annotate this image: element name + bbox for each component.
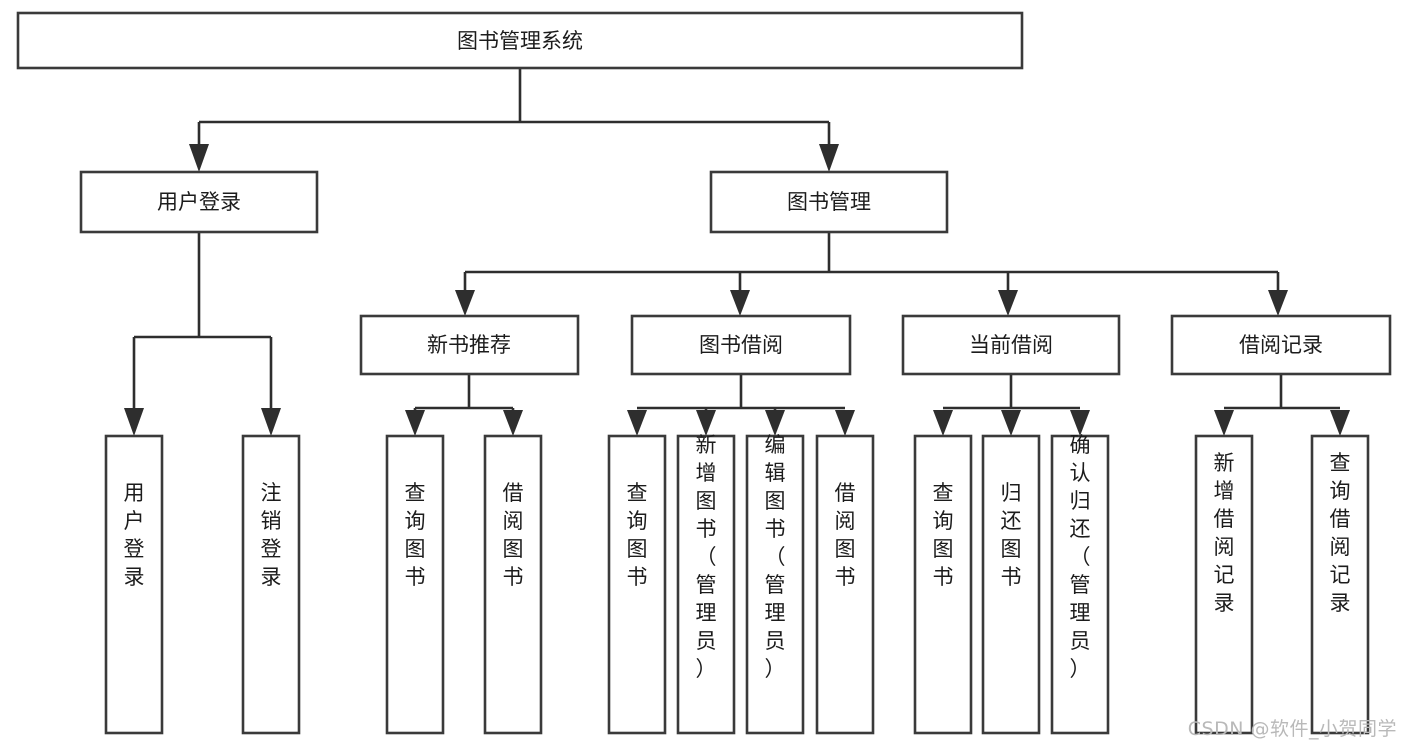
leaf-add-book-label: 新增图书（管理员） xyxy=(696,433,717,681)
book-borrow-label: 图书借阅 xyxy=(699,333,783,357)
node-new-book-recommend[interactable]: 新书推荐 xyxy=(359,314,580,376)
leaf-query-book-1-box[interactable] xyxy=(385,434,445,735)
arrow-to-book-mgmt xyxy=(819,144,839,172)
leaf-edit-book[interactable]: 编辑图书（管理员） xyxy=(745,433,805,735)
leaf-query-book-2-box[interactable] xyxy=(607,434,667,735)
arrow-to-leaf-confirm-return xyxy=(1070,410,1090,436)
arrow-to-leaf-borrow-book-1 xyxy=(503,410,523,436)
arrow-to-leaf-edit-book xyxy=(765,410,785,436)
leaf-borrow-book-1[interactable]: 借阅图书 xyxy=(483,434,543,735)
leaf-borrow-book-1-box[interactable] xyxy=(483,434,543,735)
node-book-borrow[interactable]: 图书借阅 xyxy=(630,314,852,376)
leaf-query-record-label: 查询借阅记录 xyxy=(1330,451,1351,615)
leaf-add-book[interactable]: 新增图书（管理员） xyxy=(676,433,736,735)
arrow-to-leaf-query-record xyxy=(1330,410,1350,436)
leaf-logout[interactable]: 注销登录 xyxy=(241,434,301,735)
leaf-add-record[interactable]: 新增借阅记录 xyxy=(1194,434,1254,735)
arrow-to-leaf-user-login xyxy=(124,408,144,436)
leaf-add-record-box[interactable] xyxy=(1194,434,1254,735)
node-current-borrow[interactable]: 当前借阅 xyxy=(901,314,1121,376)
leaf-edit-book-box[interactable] xyxy=(745,434,805,735)
arrow-to-leaf-return-book xyxy=(1001,410,1021,436)
book-management-box[interactable] xyxy=(709,170,949,234)
borrow-record-box[interactable] xyxy=(1170,314,1392,376)
leaf-query-book-1-label: 查询图书 xyxy=(405,481,426,589)
arrow-to-book-borrow xyxy=(730,290,750,316)
leaf-return-book-box[interactable] xyxy=(981,434,1041,735)
arrow-to-leaf-logout xyxy=(261,408,281,436)
leaf-query-book-1[interactable]: 查询图书 xyxy=(385,434,445,735)
leaf-query-record-box[interactable] xyxy=(1310,434,1370,735)
arrow-to-leaf-borrow-book-2 xyxy=(835,410,855,436)
arrow-to-borrow-record xyxy=(1268,290,1288,316)
book-borrow-box[interactable] xyxy=(630,314,852,376)
user-login-box[interactable] xyxy=(79,170,319,234)
leaf-logout-box[interactable] xyxy=(241,434,301,735)
book-management-label: 图书管理 xyxy=(787,190,871,214)
node-root[interactable]: 图书管理系统 xyxy=(16,11,1024,70)
current-borrow-box[interactable] xyxy=(901,314,1121,376)
leaf-user-login-box[interactable] xyxy=(104,434,164,735)
node-book-management[interactable]: 图书管理 xyxy=(709,170,949,234)
root-box[interactable] xyxy=(16,11,1024,70)
node-user-login[interactable]: 用户登录 xyxy=(79,170,319,234)
leaf-add-record-label: 新增借阅记录 xyxy=(1214,451,1235,615)
leaf-confirm-return[interactable]: 确认归还（管理员） xyxy=(1050,433,1110,735)
current-borrow-label: 当前借阅 xyxy=(969,333,1053,357)
root-label: 图书管理系统 xyxy=(457,29,583,53)
leaf-query-book-2[interactable]: 查询图书 xyxy=(607,434,667,735)
leaf-user-login[interactable]: 用户登录 xyxy=(104,434,164,735)
arrow-to-leaf-query-book-3 xyxy=(933,410,953,436)
arrow-to-user-login xyxy=(189,144,209,172)
user-login-label: 用户登录 xyxy=(157,190,241,214)
arrow-to-leaf-query-book-1 xyxy=(405,410,425,436)
leaf-confirm-return-box[interactable] xyxy=(1050,434,1110,735)
arrow-to-leaf-query-book-2 xyxy=(627,410,647,436)
leaf-add-book-box[interactable] xyxy=(676,434,736,735)
new-book-recommend-label: 新书推荐 xyxy=(427,333,511,357)
leaf-confirm-return-label: 确认归还（管理员） xyxy=(1070,433,1091,681)
leaf-borrow-book-2-label: 借阅图书 xyxy=(835,481,856,589)
leaf-borrow-book-2[interactable]: 借阅图书 xyxy=(815,434,875,735)
arrow-to-leaf-add-book xyxy=(696,410,716,436)
borrow-record-label: 借阅记录 xyxy=(1239,333,1323,357)
leaf-borrow-book-2-box[interactable] xyxy=(815,434,875,735)
leaf-borrow-book-1-label: 借阅图书 xyxy=(503,481,524,589)
connectors xyxy=(124,68,1350,436)
arrow-to-new-book-rec xyxy=(455,290,475,316)
leaf-return-book[interactable]: 归还图书 xyxy=(981,434,1041,735)
leaf-query-book-3[interactable]: 查询图书 xyxy=(913,434,973,735)
leaf-user-login-label: 用户登录 xyxy=(124,481,145,589)
arrow-to-current-borrow xyxy=(998,290,1018,316)
leaf-query-book-2-label: 查询图书 xyxy=(627,481,648,589)
leaf-query-book-3-box[interactable] xyxy=(913,434,973,735)
leaf-logout-label: 注销登录 xyxy=(261,481,282,589)
leaf-query-book-3-label: 查询图书 xyxy=(933,481,954,589)
arrow-to-leaf-add-record xyxy=(1214,410,1234,436)
node-borrow-record[interactable]: 借阅记录 xyxy=(1170,314,1392,376)
leaf-edit-book-label: 编辑图书（管理员） xyxy=(765,433,786,681)
new-book-recommend-box[interactable] xyxy=(359,314,580,376)
leaf-return-book-label: 归还图书 xyxy=(1001,481,1022,589)
leaf-query-record[interactable]: 查询借阅记录 xyxy=(1310,434,1370,735)
